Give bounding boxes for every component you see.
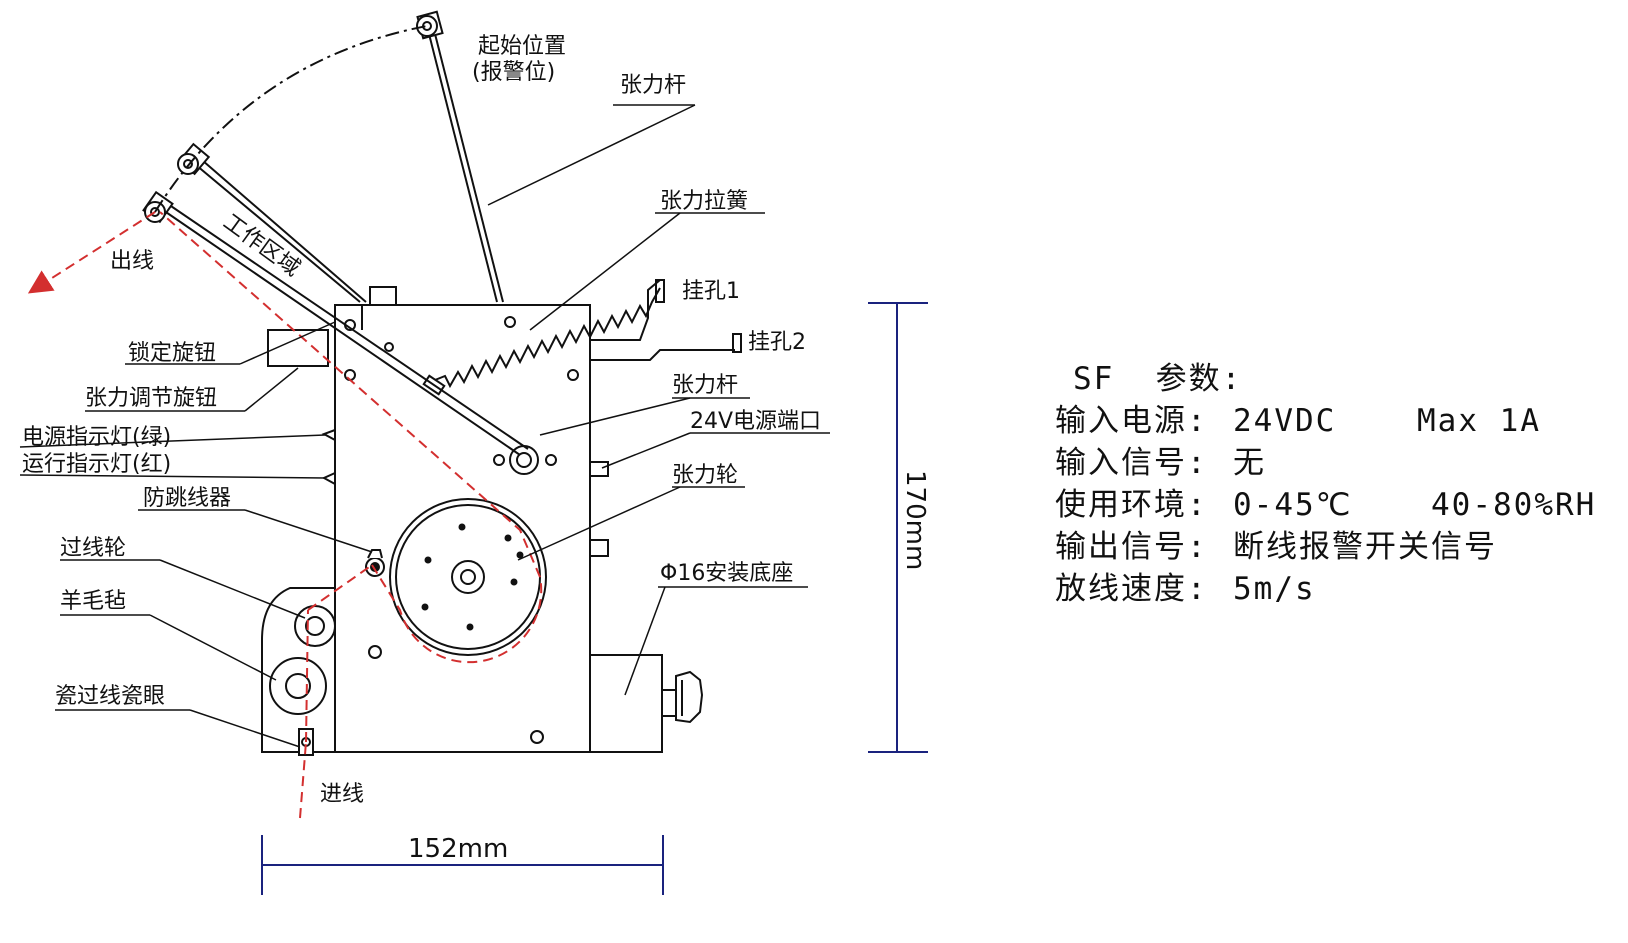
label-inlet: 进线 bbox=[320, 782, 364, 807]
tension-rod-positions bbox=[159, 25, 529, 456]
guide-wheel bbox=[294, 605, 336, 647]
spec-row-output-signal: 输出信号: 断线报警开关信号 bbox=[1055, 526, 1495, 568]
thread-path bbox=[27, 211, 543, 819]
rod-end-rollers bbox=[142, 10, 444, 224]
spec-value: 断线报警开关信号 bbox=[1233, 529, 1497, 565]
wool-felt bbox=[269, 657, 327, 715]
label-hook-hole-2: 挂孔2 bbox=[748, 330, 806, 355]
label-power-port: 24V电源端口 bbox=[690, 409, 821, 434]
spec-label: 输入信号: bbox=[1055, 445, 1208, 481]
label-tension-spring: 张力拉簧 bbox=[660, 189, 748, 214]
side-plug bbox=[589, 539, 609, 557]
power-indicator-light bbox=[321, 429, 336, 441]
label-tension-adjust-knob: 张力调节旋钮 bbox=[85, 386, 217, 411]
power-port bbox=[589, 461, 609, 477]
spec-row-environment: 使用环境: 0-45℃ 40-80%RH bbox=[1055, 484, 1594, 526]
spec-value: 24VDC bbox=[1233, 403, 1337, 439]
label-start-position: 起始位置 bbox=[478, 34, 566, 59]
swing-arc bbox=[154, 25, 428, 213]
spec-row-input-power: 输入电源: 24VDC Max 1A bbox=[1055, 400, 1539, 442]
mounting-knob[interactable] bbox=[661, 670, 704, 724]
dimension-height bbox=[868, 302, 928, 753]
label-power-indicator: 电源指示灯(绿) bbox=[22, 425, 171, 450]
main-body bbox=[261, 279, 742, 753]
spec-row-input-signal: 输入信号: 无 bbox=[1055, 442, 1264, 484]
label-tension-wheel: 张力轮 bbox=[672, 463, 738, 488]
spec-label: 输出信号: bbox=[1055, 529, 1208, 565]
label-mounting-base: Φ16安装底座 bbox=[660, 561, 793, 586]
anti-jump-device bbox=[365, 549, 385, 577]
spec-extra: Max 1A bbox=[1417, 403, 1541, 439]
dimension-width bbox=[261, 835, 664, 895]
label-alarm-position: (报警位) bbox=[472, 60, 555, 85]
label-tension-rod-top: 张力杆 bbox=[620, 73, 686, 98]
tension-spring bbox=[434, 287, 661, 389]
spec-extra: 40-80%RH bbox=[1431, 487, 1597, 523]
spec-value: 5m/s bbox=[1233, 571, 1316, 607]
spec-panel: SF 参数: 输入电源: 24VDC Max 1A 输入信号: 无 使用环境: … bbox=[1055, 358, 1594, 610]
leader-lines bbox=[19, 104, 830, 748]
spec-value: 无 bbox=[1233, 445, 1266, 481]
label-wool-felt: 羊毛毡 bbox=[60, 589, 126, 614]
label-outlet: 出线 bbox=[110, 249, 154, 274]
spec-label: 放线速度: bbox=[1055, 571, 1208, 607]
dimension-height-label: 170mm bbox=[900, 470, 930, 570]
spec-label: 使用环境: bbox=[1055, 487, 1208, 523]
label-anti-jump-device: 防跳线器 bbox=[143, 486, 231, 511]
label-guide-wheel: 过线轮 bbox=[60, 536, 126, 561]
run-indicator-light bbox=[321, 472, 336, 485]
label-ceramic-eyelet: 瓷过线瓷眼 bbox=[55, 684, 165, 709]
spec-label: 输入电源: bbox=[1055, 403, 1208, 439]
spec-title: SF 参数: bbox=[1073, 361, 1243, 397]
label-tension-rod-mid: 张力杆 bbox=[672, 373, 738, 398]
label-run-indicator: 运行指示灯(红) bbox=[22, 452, 171, 477]
label-lock-knob: 锁定旋钮 bbox=[128, 341, 216, 366]
dimension-width-label: 152mm bbox=[408, 834, 508, 864]
label-hook-hole-1: 挂孔1 bbox=[682, 279, 740, 304]
spec-value: 0-45℃ bbox=[1233, 487, 1353, 523]
spec-row-speed: 放线速度: 5m/s bbox=[1055, 568, 1314, 610]
